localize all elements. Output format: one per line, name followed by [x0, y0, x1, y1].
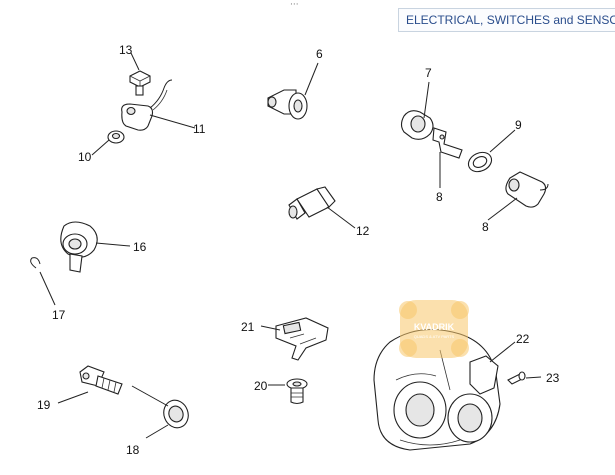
part-10-grommet[interactable]	[107, 130, 125, 144]
corner-mark: ···	[290, 0, 299, 10]
part-21-map-sensor[interactable]	[275, 317, 329, 361]
callout-18[interactable]: 18	[126, 443, 140, 457]
callout-23[interactable]: 23	[546, 371, 560, 385]
part-19-pickup[interactable]	[79, 365, 123, 395]
callout-8-bracket[interactable]: 8	[436, 190, 443, 204]
callout-12[interactable]: 12	[356, 224, 370, 238]
watermark-logo: KVADRIK QUADS & ATV PARTS	[399, 300, 469, 358]
part-23-screw[interactable]	[507, 371, 526, 385]
part-8-bracket[interactable]	[432, 127, 463, 159]
watermark-tagline: QUADS & ATV PARTS	[414, 334, 455, 339]
part-6-switch[interactable]	[267, 89, 308, 120]
part-16-knock-sensor[interactable]	[60, 221, 98, 273]
callout-9[interactable]: 9	[515, 118, 522, 132]
callout-7[interactable]: 7	[425, 66, 432, 80]
callout-8-sensor[interactable]: 8	[482, 220, 489, 234]
part-13-bolt[interactable]	[129, 70, 151, 96]
part-9-oring[interactable]	[465, 149, 494, 175]
callout-10[interactable]: 10	[78, 150, 92, 164]
part-12-temp-sensor[interactable]	[288, 186, 336, 220]
callout-16[interactable]: 16	[133, 240, 147, 254]
part-11-sensor[interactable]	[121, 79, 173, 131]
callout-22[interactable]: 22	[516, 332, 530, 346]
section-title: ELECTRICAL, SWITCHES and SENSO	[406, 13, 615, 27]
part-22-throttle-body[interactable]	[373, 329, 501, 451]
watermark-brand: KVADRIK	[414, 322, 455, 332]
callout-13[interactable]: 13	[119, 43, 133, 57]
callout-6[interactable]: 6	[316, 47, 323, 61]
callout-17[interactable]: 17	[52, 308, 66, 322]
callout-11[interactable]: 11	[193, 122, 206, 136]
callout-19[interactable]: 19	[37, 398, 51, 412]
part-20-fitting[interactable]	[286, 378, 308, 405]
section-title-tab[interactable]: ELECTRICAL, SWITCHES and SENSO	[398, 8, 615, 32]
part-7-seal[interactable]	[400, 110, 434, 140]
callout-21[interactable]: 21	[241, 320, 255, 334]
part-18-seal[interactable]	[131, 385, 192, 431]
callout-20[interactable]: 20	[254, 379, 268, 393]
part-17-clip[interactable]	[30, 257, 41, 269]
